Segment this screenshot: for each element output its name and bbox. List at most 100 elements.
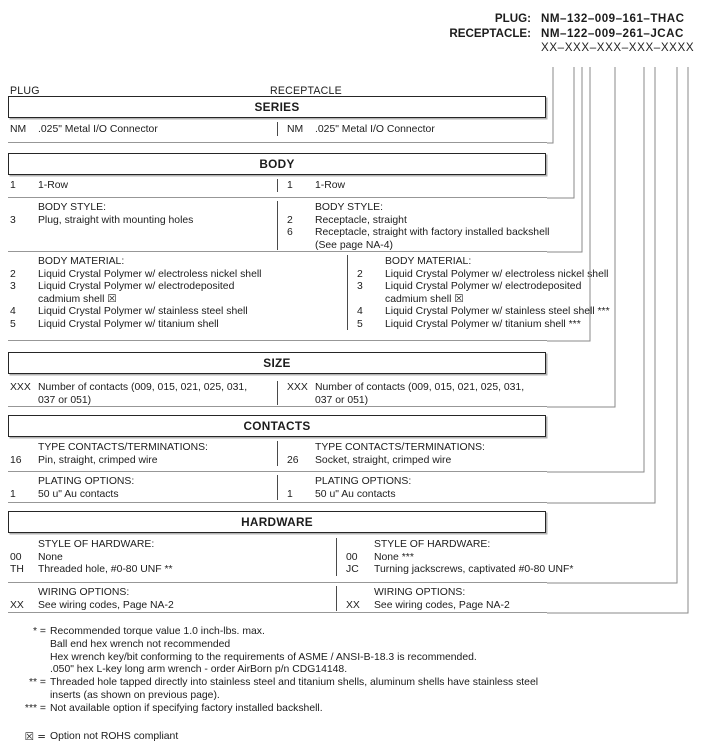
footnote-line: Hex wrench key/bit conforming to the req…	[8, 652, 702, 665]
rohs-note-text: Option not ROHS compliant	[50, 731, 179, 742]
option-desc: (See page NA-4)	[315, 239, 393, 251]
subsection-heading: WIRING OPTIONS:	[346, 587, 510, 600]
subsection-heading-text: WIRING OPTIONS:	[374, 587, 466, 598]
option-desc: 50 u" Au contacts	[38, 488, 119, 500]
option-line: 1 50 u" Au contacts	[10, 489, 134, 502]
option-desc: Liquid Crystal Polymer w/ titanium shell…	[385, 318, 581, 330]
receptacle-number-label: RECEPTACLE:	[449, 26, 531, 40]
option-line: NM.025" Metal I/O Connector	[10, 124, 158, 137]
option-code: NM	[10, 124, 27, 135]
section-title: HARDWARE	[241, 515, 313, 529]
option-desc: Pin, straight, crimped wire	[38, 454, 158, 466]
option-code: 5	[10, 318, 16, 330]
footnote-text: inserts (as shown on previous page).	[50, 689, 220, 701]
option-code	[10, 395, 38, 408]
option-line: XXX Number of contacts (009, 015, 021, 02…	[10, 382, 247, 395]
column-divider	[277, 381, 278, 405]
part-number-mask: XX–XXX–XXX–XXX–XXXX	[541, 41, 695, 54]
footnote-text: Not available option if specifying facto…	[50, 702, 323, 714]
left-column: NM.025" Metal I/O Connector	[10, 120, 158, 137]
option-code: 1	[10, 488, 16, 500]
option-code	[287, 240, 315, 253]
option-desc: Socket, straight, crimped wire	[315, 454, 452, 466]
option-code: 3	[357, 281, 363, 292]
option-line: 5 Liquid Crystal Polymer w/ titanium shel…	[357, 319, 610, 332]
subsection-heading-text: BODY MATERIAL:	[38, 256, 125, 267]
option-desc: cadmium shell ☒	[385, 293, 464, 305]
option-desc: Number of contacts (009, 015, 021, 025, …	[38, 382, 248, 393]
option-code: 1	[10, 180, 16, 191]
option-code: 6	[287, 227, 293, 238]
section-header-series: SERIES	[8, 96, 546, 118]
option-line: TH Threaded hole, #0-80 UNF **	[10, 564, 173, 577]
option-desc: cadmium shell ☒	[38, 293, 117, 305]
option-code: JC	[346, 564, 359, 575]
option-desc: 1-Row	[38, 180, 69, 191]
option-line: 037 or 051)	[10, 395, 247, 408]
option-line: cadmium shell ☒	[10, 294, 261, 307]
option-code: 2	[10, 268, 16, 280]
subsection-heading: BODY MATERIAL:	[357, 256, 610, 269]
option-desc: 50 u" Au contacts	[315, 488, 396, 500]
option-code: XXX	[10, 382, 31, 393]
leader-line	[547, 67, 575, 199]
option-line: 3 Liquid Crystal Polymer w/ electrodeposi…	[357, 281, 610, 294]
section-title: CONTACTS	[243, 419, 311, 433]
option-row-size-0: XXX Number of contacts (009, 015, 021, 02…	[8, 379, 547, 407]
footnote-line: *** =Not available option if specifying …	[8, 703, 702, 716]
subsection-heading: STYLE OF HARDWARE:	[10, 539, 173, 552]
subsection-heading-text: TYPE CONTACTS/TERMINATIONS:	[315, 442, 485, 453]
option-line: (See page NA-4)	[287, 240, 549, 253]
rohs-note: ☒ = Option not ROHS compliant	[8, 731, 179, 743]
option-desc: Liquid Crystal Polymer w/ electrodeposit…	[385, 281, 582, 292]
right-column: NM.025" Metal I/O Connector	[287, 120, 435, 137]
option-desc: None ***	[374, 551, 414, 563]
option-desc: Receptacle, straight with factory instal…	[315, 227, 550, 238]
option-desc: 1-Row	[315, 180, 346, 191]
footnote-line: .050" hex L-key long arm wrench - order …	[8, 664, 702, 677]
footnotes: * =Recommended torque value 1.0 inch-lbs…	[8, 626, 702, 716]
section-header-size: SIZE	[8, 352, 546, 374]
subsection-heading-text: BODY MATERIAL:	[385, 256, 472, 267]
option-code	[10, 294, 38, 307]
subsection-heading-text: PLATING OPTIONS:	[315, 476, 412, 487]
subsection-heading: BODY MATERIAL:	[10, 256, 261, 269]
subsection-heading-text: BODY STYLE:	[315, 202, 383, 213]
subsection-heading: BODY STYLE:	[10, 202, 193, 215]
left-column: 1 1-Row	[10, 177, 68, 193]
plug-number-value: NM–132–009–161–THAC	[541, 12, 685, 25]
option-desc: Liquid Crystal Polymer w/ stainless stee…	[38, 306, 248, 317]
leader-line	[547, 67, 583, 253]
option-code: TH	[10, 564, 24, 575]
column-divider	[277, 122, 278, 136]
footnote-text: Ball end hex wrench not recommended	[50, 638, 231, 650]
option-desc: Plug, straight with mounting holes	[38, 214, 194, 226]
option-desc: 037 or 051)	[38, 394, 92, 406]
option-code: 4	[357, 306, 363, 317]
option-desc: Threaded hole, #0-80 UNF **	[38, 564, 173, 575]
section-title: BODY	[259, 157, 295, 171]
option-code: 5	[357, 318, 363, 330]
option-code: 00	[10, 551, 22, 563]
